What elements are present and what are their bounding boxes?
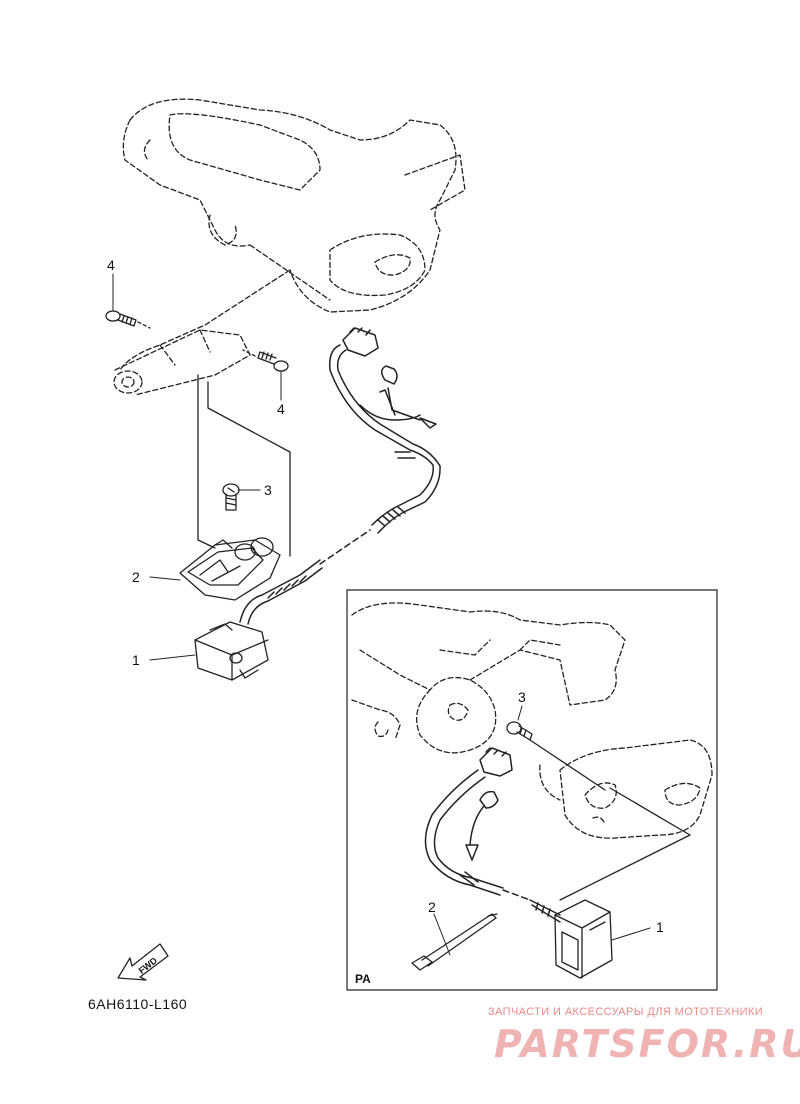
fwd-label: FWD (137, 955, 160, 976)
callout-1-main: 1 (132, 652, 140, 668)
switch-bracket-main (179, 537, 281, 601)
callout-leaders-main (112, 273, 282, 661)
screw-4-lower (242, 349, 289, 372)
wire-harness-main (239, 327, 441, 625)
callout-leaders-inset (433, 913, 651, 956)
callout-2-inset: 2 (428, 899, 436, 915)
callout-2-main: 2 (132, 569, 140, 585)
callout-1-inset: 1 (656, 919, 664, 935)
watermark-logo: PARTSFOR.RU (494, 1022, 800, 1066)
inset-arm-outline (539, 739, 713, 839)
wire-harness-inset (424, 747, 561, 923)
trim-switch-main (194, 621, 269, 681)
screw-3-inset (506, 705, 533, 741)
callout-4-lower: 4 (277, 401, 285, 417)
inset-pa-frame (346, 589, 718, 991)
inset-bracket-outline (351, 602, 626, 754)
trim-switch-inset (554, 899, 613, 979)
cable-tie-inset (411, 913, 498, 971)
screw-3-main (222, 483, 240, 511)
callout-3-main: 3 (264, 482, 272, 498)
callout-3-inset: 3 (518, 689, 526, 705)
inset-guide-lines (529, 739, 691, 901)
steering-bracket-outline (119, 98, 466, 371)
callout-4-upper: 4 (107, 257, 115, 273)
screw-4-upper (105, 310, 151, 329)
fwd-arrow-icon (117, 943, 169, 981)
steering-shaft-outline (113, 329, 251, 396)
diagram-reference: 6AH6110-L160 (88, 996, 187, 1012)
inset-label: PA (355, 972, 371, 986)
watermark-tagline: ЗАПЧАСТИ И АКСЕССУАРЫ ДЛЯ МОТОТЕХНИКИ (488, 1006, 764, 1018)
